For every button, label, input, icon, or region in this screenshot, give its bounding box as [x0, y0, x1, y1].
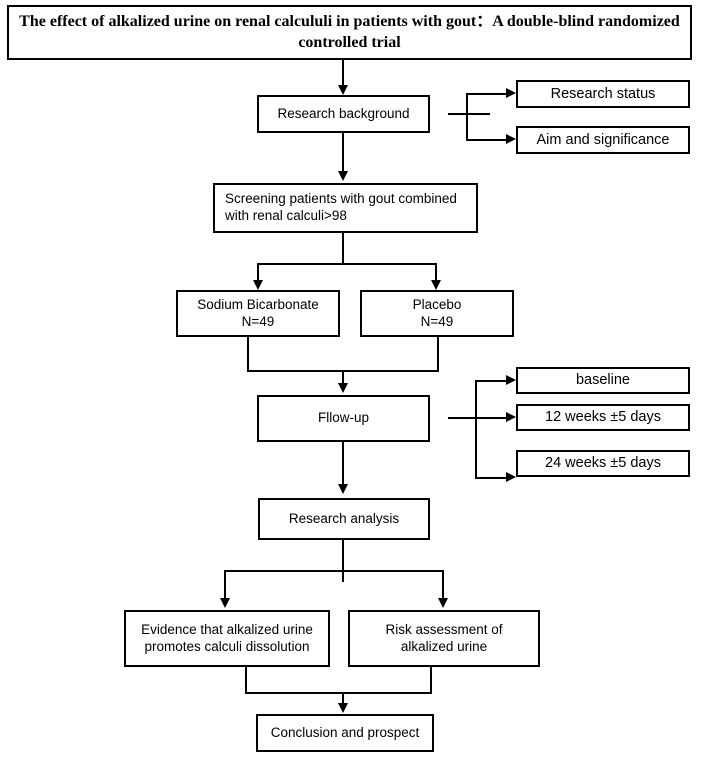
node-baseline: baseline: [516, 367, 690, 394]
sodium-bicarbonate-label: Sodium Bicarbonate N=49: [197, 297, 319, 331]
connector-split-right: [435, 263, 437, 282]
arrowhead-research-analysis: [338, 484, 348, 494]
arrowhead-screening: [338, 171, 348, 181]
connector-title-to-background: [342, 60, 344, 85]
arrowhead-title-to-background: [338, 85, 348, 95]
research-analysis-label: Research analysis: [288, 510, 400, 526]
week12-label: 12 weeks ±5 days: [545, 409, 661, 426]
arrowhead-baseline: [506, 375, 516, 385]
connector-background-to-screening: [342, 133, 344, 171]
arrowhead-conclusion: [338, 703, 348, 713]
node-screening: Screening patients with gout combined wi…: [213, 183, 478, 233]
connector-split-risk: [442, 570, 444, 600]
node-research-analysis: Research analysis: [258, 498, 430, 540]
arrowhead-week12: [506, 412, 516, 422]
connector-to-research-status: [466, 93, 508, 95]
connector-sodium-down: [247, 337, 249, 372]
connector-followup-to-analysis: [342, 442, 344, 484]
baseline-label: baseline: [575, 372, 630, 389]
research-status-label: Research status: [550, 85, 656, 102]
node-sodium-bicarbonate: Sodium Bicarbonate N=49: [176, 290, 340, 337]
arrowhead-placebo: [431, 280, 441, 290]
connector-to-week24: [475, 477, 508, 479]
arrowhead-research-status: [506, 88, 516, 98]
sodium-bicarbonate-line-1: Sodium Bicarbonate: [197, 296, 319, 312]
node-week12: 12 weeks ±5 days: [516, 404, 690, 431]
connector-split-evidence: [224, 570, 226, 600]
connector-split-left: [257, 263, 259, 282]
connector-evidence-down: [245, 667, 247, 694]
node-conclusion: Conclusion and prospect: [256, 714, 434, 752]
arrowhead-aim: [506, 134, 516, 144]
placebo-line-2: N=49: [420, 313, 454, 329]
connector-screening-down: [342, 233, 344, 263]
aim-and-significance-label: Aim and significance: [536, 131, 670, 148]
connector-outcomes-merge: [245, 692, 432, 694]
risk-line-2: alkalized urine: [400, 638, 488, 654]
title-box: The effect of alkalized urine on renal c…: [7, 5, 692, 60]
placebo-label: Placebo N=49: [413, 297, 462, 331]
placebo-line-1: Placebo: [412, 296, 462, 312]
connector-to-baseline: [475, 380, 508, 382]
screening-line-2: with renal calculi>98: [225, 208, 347, 223]
connector-arms-split: [257, 263, 437, 265]
arrowhead-risk: [438, 598, 448, 608]
connector-to-aim: [466, 139, 508, 141]
arrowhead-sodium-bicarbonate: [253, 280, 263, 290]
evidence-line-2: promotes calculi dissolution: [144, 638, 310, 654]
connector-merge-to-followup: [342, 370, 344, 385]
week24-label: 24 weeks ±5 days: [545, 455, 661, 472]
connector-placebo-down: [437, 337, 439, 372]
connector-outcomes-split: [224, 570, 444, 572]
connector-analysis-down: [342, 540, 344, 582]
sodium-bicarbonate-line-2: N=49: [241, 313, 275, 329]
connector-background-stem: [448, 113, 490, 115]
connector-merge-to-conclusion: [342, 692, 344, 705]
connector-background-bracket: [466, 93, 468, 141]
node-research-background: Research background: [257, 95, 430, 133]
node-research-status: Research status: [516, 80, 690, 108]
screening-line-1: Screening patients with gout combined: [225, 191, 457, 207]
research-background-label: Research background: [277, 105, 410, 121]
node-evidence: Evidence that alkalized urine promotes c…: [124, 610, 330, 667]
title-text: The effect of alkalized urine on renal c…: [19, 12, 680, 51]
node-week24: 24 weeks ±5 days: [516, 450, 690, 477]
follow-up-label: Fllow-up: [317, 410, 369, 426]
evidence-label: Evidence that alkalized urine promotes c…: [141, 622, 313, 656]
risk-assessment-label: Risk assessment of alkalized urine: [385, 622, 502, 656]
connector-followup-stem: [448, 417, 508, 419]
arrowhead-evidence: [220, 598, 230, 608]
connector-risk-down: [430, 667, 432, 694]
node-risk-assessment: Risk assessment of alkalized urine: [348, 610, 540, 667]
arrowhead-week24: [506, 472, 516, 482]
node-aim-and-significance: Aim and significance: [516, 126, 690, 154]
node-placebo: Placebo N=49: [360, 290, 514, 337]
arrowhead-followup: [338, 383, 348, 393]
conclusion-label: Conclusion and prospect: [270, 724, 420, 740]
node-follow-up: Fllow-up: [257, 395, 430, 442]
evidence-line-1: Evidence that alkalized urine: [141, 621, 313, 637]
connector-followup-bracket: [475, 380, 477, 479]
risk-line-1: Risk assessment of: [385, 621, 503, 637]
screening-label: Screening patients with gout combined wi…: [225, 191, 457, 225]
